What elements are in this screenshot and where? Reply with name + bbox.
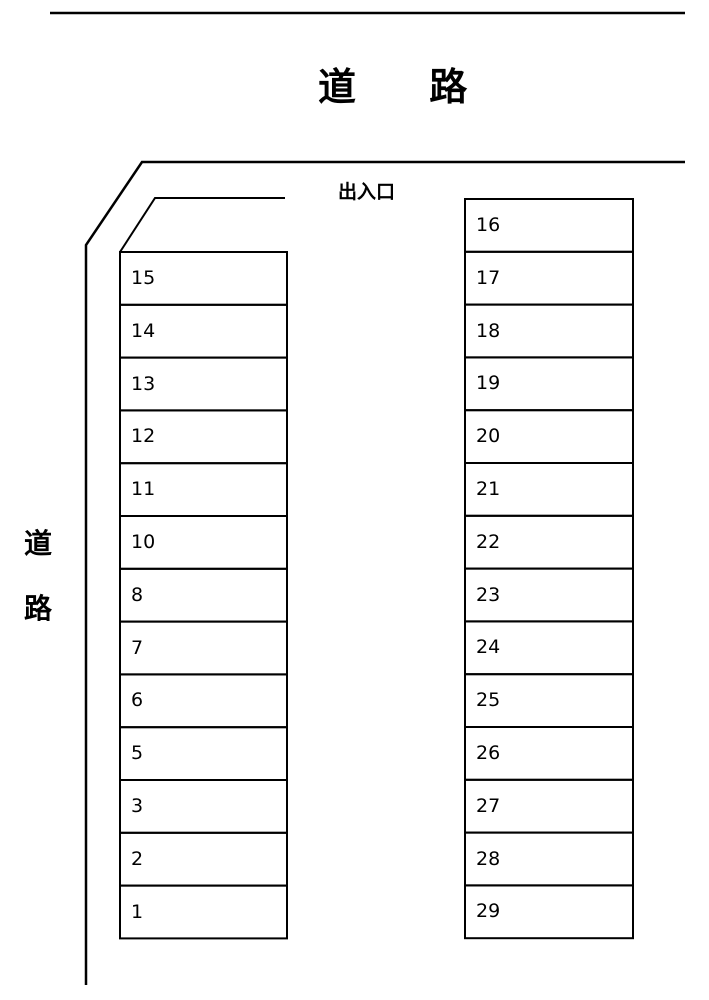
stall-number: 22 <box>476 530 501 553</box>
stall-number: 17 <box>476 266 501 289</box>
stall-number: 29 <box>476 900 501 923</box>
stall-number: 8 <box>131 583 144 606</box>
stall-number: 10 <box>131 531 156 553</box>
stall-number: 1 <box>131 900 144 923</box>
stall-number: 3 <box>131 795 144 817</box>
parking-stall-left <box>119 884 288 940</box>
parking-stall-left <box>119 726 288 782</box>
entrance-label: 出入口 <box>338 181 396 203</box>
stall-number: 12 <box>131 425 156 448</box>
stall-number: 11 <box>131 478 156 501</box>
stall-number: 14 <box>131 319 156 342</box>
parking-stall-left <box>119 779 288 834</box>
stall-number: 16 <box>476 214 501 236</box>
stall-number: 27 <box>476 794 501 817</box>
stall-number: 26 <box>476 742 501 764</box>
stall-number: 20 <box>476 425 501 448</box>
stall-number: 18 <box>476 319 501 342</box>
parking-stall-right <box>464 884 634 940</box>
road-label-left-upper: 道 <box>24 527 53 560</box>
left-stall-row <box>119 251 288 940</box>
inner-lot-boundary <box>119 197 285 253</box>
stall-number: 2 <box>131 847 144 870</box>
stall-number: 7 <box>131 636 144 659</box>
parking-stall-left <box>119 673 288 729</box>
stall-number: 5 <box>131 742 144 765</box>
stall-number: 23 <box>476 583 501 606</box>
right-stall-row <box>464 198 634 940</box>
stall-number: 25 <box>476 689 501 712</box>
stall-number: 15 <box>131 267 156 289</box>
parking-stall-left <box>119 567 288 623</box>
road-label-top: 道 路 <box>318 65 498 109</box>
stall-number: 24 <box>476 636 501 659</box>
parking-stall-left <box>119 620 288 676</box>
stall-number: 13 <box>131 372 156 395</box>
road-label-left-lower: 路 <box>24 592 53 625</box>
stall-number: 28 <box>476 847 501 870</box>
stall-number: 19 <box>476 372 501 395</box>
stall-number: 6 <box>131 689 144 712</box>
stall-number: 21 <box>476 478 501 500</box>
outer-lot-boundary <box>84 160 685 985</box>
parking-stall-left <box>119 831 288 887</box>
